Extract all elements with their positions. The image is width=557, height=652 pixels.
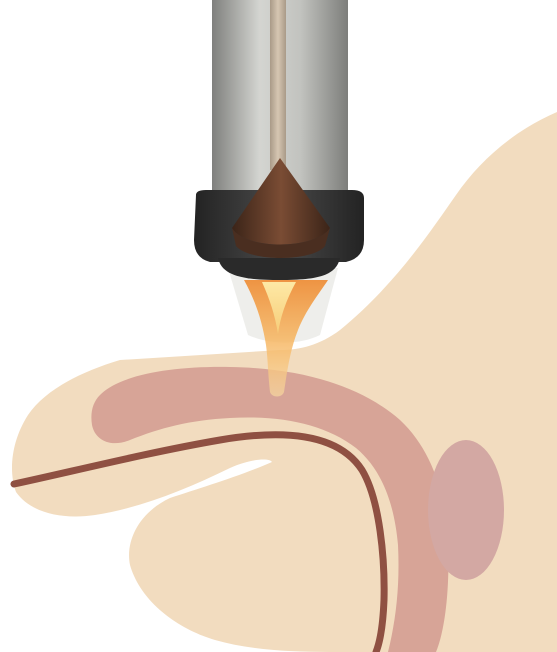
applicator-shaft [270,0,286,170]
gland [428,440,504,580]
